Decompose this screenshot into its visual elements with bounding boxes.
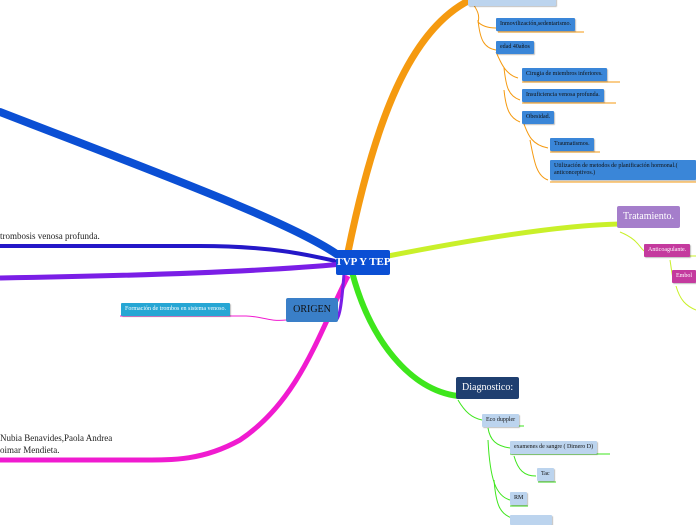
diagnostico-item[interactable]: examenes de sangre ( Dimero D) [510, 441, 598, 454]
factor-item-label: Cirugia de miembros inferiores. [526, 71, 603, 77]
root-label: TVP Y TEP [335, 256, 391, 269]
factor-item[interactable]: Obesidad. [522, 111, 555, 124]
factor-item-label: Obesidad. [526, 114, 551, 120]
diagnostico-item[interactable]: RM [510, 492, 528, 505]
factors-parent-node[interactable] [468, 0, 556, 6]
factor-item-label: Inmovilización,sedentarismo. [500, 21, 571, 27]
tratamiento-node[interactable]: Tratamiento. [617, 206, 681, 228]
branch-orange-factors [344, 0, 472, 253]
factor-item-label: edad 40años [500, 44, 530, 50]
branch-indigo-definition [0, 244, 341, 264]
tratamiento-item-label: Embol [676, 273, 692, 279]
tratamiento-item[interactable]: Anticoagulante. [644, 244, 691, 257]
factor-item[interactable]: Cirugia de miembros inferiores. [522, 68, 607, 81]
factor-item-label: Utilización de metodos de planificación … [554, 163, 678, 176]
diagnostico-label: Diagnostico: [462, 382, 514, 393]
branch-magenta-authors [0, 274, 351, 463]
root-node[interactable]: TVP Y TEP [335, 250, 391, 275]
diagnostico-item[interactable]: Tac [537, 468, 554, 481]
factor-item[interactable]: Utilización de metodos de planificación … [550, 160, 696, 180]
diagnostico-node[interactable]: Diagnostico: [456, 377, 520, 399]
branch-purple-left [0, 261, 343, 281]
diagnostico-item-label: RM [514, 495, 524, 501]
authors-line-2: oimar Mendieta. [0, 445, 60, 455]
branch-yellow-tratamiento [387, 221, 621, 259]
tratamiento-item-label: Anticoagulante. [648, 247, 687, 253]
branch-blue-upper-left [0, 108, 346, 262]
factor-item-label: Insuficiencia venosa profunda. [526, 92, 600, 98]
factor-item[interactable]: Traumatismos. [550, 138, 594, 151]
factor-item-label: Traumatismos. [554, 141, 590, 147]
origen-label: ORIGEN [293, 304, 331, 316]
origen-item-label: Formación de trombos en sistema venoso. [125, 306, 226, 312]
tratamiento-item[interactable]: Embol [672, 270, 696, 283]
origen-item[interactable]: Formación de trombos en sistema venoso. [121, 303, 230, 316]
diagnostico-item-label: Eco duppler [486, 417, 516, 423]
factor-item[interactable]: edad 40años [496, 41, 534, 54]
authors-line-1: Nubia Benavides,Paola Andrea [0, 433, 113, 443]
branch-green-diagnostico [349, 271, 459, 399]
origen-node[interactable]: ORIGEN [286, 298, 338, 322]
diagnostico-item-label: examenes de sangre ( Dimero D) [514, 444, 594, 450]
diagnostico-item-clipped[interactable] [510, 515, 552, 525]
factor-item[interactable]: Insuficiencia venosa profunda. [522, 89, 604, 102]
tratamiento-label: Tratamiento. [623, 211, 675, 222]
diagnostico-item[interactable]: Eco duppler [482, 414, 520, 427]
factor-item[interactable]: Inmovilización,sedentarismo. [496, 18, 575, 31]
definition-label: trombosis venosa profunda. [0, 231, 100, 241]
diagnostico-item-label: Tac [541, 471, 550, 477]
